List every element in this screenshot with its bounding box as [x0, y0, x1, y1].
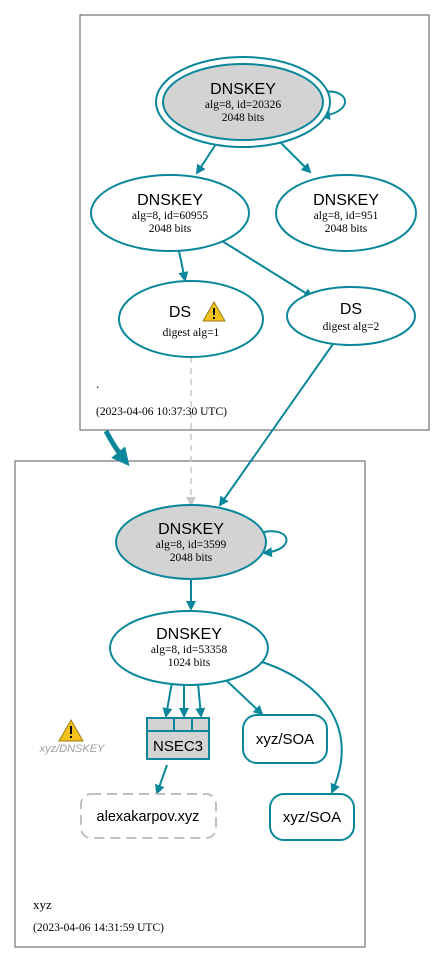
xyz-zone-name: xyz: [33, 897, 52, 912]
xyz-ksk-line2: 2048 bits: [170, 552, 213, 564]
xyz-ksk-node[interactable]: DNSKEY alg=8, id=3599 2048 bits: [115, 504, 267, 580]
xyz-zsk-line1: alg=8, id=53358: [151, 644, 227, 656]
delegation-edge: [103, 429, 130, 467]
xyz-soa-node-2[interactable]: xyz/SOA: [269, 793, 355, 841]
root-zone-name: .: [96, 376, 99, 391]
root-zsk-line2: 2048 bits: [149, 223, 192, 235]
root-zone-timestamp: (2023-04-06 10:37:30 UTC): [96, 406, 227, 418]
xyz-zone-timestamp: (2023-04-06 14:31:59 UTC): [33, 922, 164, 934]
root-zsk-line1: alg=8, id=60955: [132, 210, 208, 222]
xyz-soa-label-1: xyz/SOA: [256, 731, 314, 748]
root-ds1-title: DS: [169, 304, 191, 321]
nxdomain-label: alexakarpov.xyz: [97, 809, 200, 825]
root-zsk-node[interactable]: DNSKEY alg=8, id=60955 2048 bits: [90, 174, 250, 252]
root-ds2-title: DS: [340, 301, 362, 318]
xyz-soa-node-1[interactable]: xyz/SOA: [242, 714, 328, 764]
root-ksk-title: DNSKEY: [210, 81, 276, 98]
xyz-zsk-node[interactable]: DNSKEY alg=8, id=53358 1024 bits: [109, 610, 269, 686]
root-ksk-line2: 2048 bits: [222, 112, 265, 124]
edge-zsk-to-ds1: [178, 250, 189, 282]
edge-ksk-to-dnskey951: [280, 142, 312, 174]
nsec3-label: NSEC3: [153, 738, 203, 755]
xyz-dnskey-warning-label: xyz/DNSKEY: [39, 743, 105, 755]
edge-xyz-ksk-self: [262, 530, 288, 558]
edge-zsk-to-soa2: [261, 661, 343, 794]
nsec3-node[interactable]: NSEC3: [146, 717, 210, 760]
root-ksk-node[interactable]: DNSKEY alg=8, id=20326 2048 bits: [155, 56, 331, 148]
nxdomain-node[interactable]: alexakarpov.xyz: [80, 793, 217, 839]
xyz-ksk-line1: alg=8, id=3599: [156, 539, 227, 551]
edge-nsec3-to-nxdomain: [154, 764, 168, 795]
root-dnskey951-node[interactable]: DNSKEY alg=8, id=951 2048 bits: [275, 174, 417, 252]
edge-zsk-to-soa1: [226, 680, 264, 716]
warning-icon: [202, 301, 226, 322]
root-dnskey951-title: DNSKEY: [313, 192, 379, 209]
root-ds2-line1: digest alg=2: [323, 321, 380, 333]
root-zsk-title: DNSKEY: [137, 192, 203, 209]
root-ds1-node[interactable]: DS digest alg=1: [118, 280, 264, 358]
root-ksk-line1: alg=8, id=20326: [205, 99, 281, 111]
root-ds2-node[interactable]: DS digest alg=2: [286, 286, 416, 346]
edge-zsk-to-nsec3-a: [162, 681, 173, 718]
root-dnskey951-line1: alg=8, id=951: [314, 210, 379, 222]
edge-zsk-to-nsec3-c: [195, 682, 206, 718]
root-dnskey951-line2: 2048 bits: [325, 223, 368, 235]
edge-ksk-to-zsk: [195, 143, 217, 175]
xyz-zsk-line2: 1024 bits: [168, 657, 211, 669]
xyz-zsk-title: DNSKEY: [156, 626, 222, 643]
xyz-soa-label-2: xyz/SOA: [283, 809, 341, 826]
edge-zsk-to-ds2: [221, 240, 314, 299]
root-ds1-line1: digest alg=1: [163, 327, 220, 339]
warning-icon: [58, 718, 84, 742]
edge-ds2-to-xyz-ksk: [218, 343, 334, 507]
xyz-dnskey-warning[interactable]: xyz/DNSKEY: [39, 718, 105, 755]
xyz-ksk-title: DNSKEY: [158, 521, 224, 538]
edge-ksk-self: [320, 90, 346, 120]
